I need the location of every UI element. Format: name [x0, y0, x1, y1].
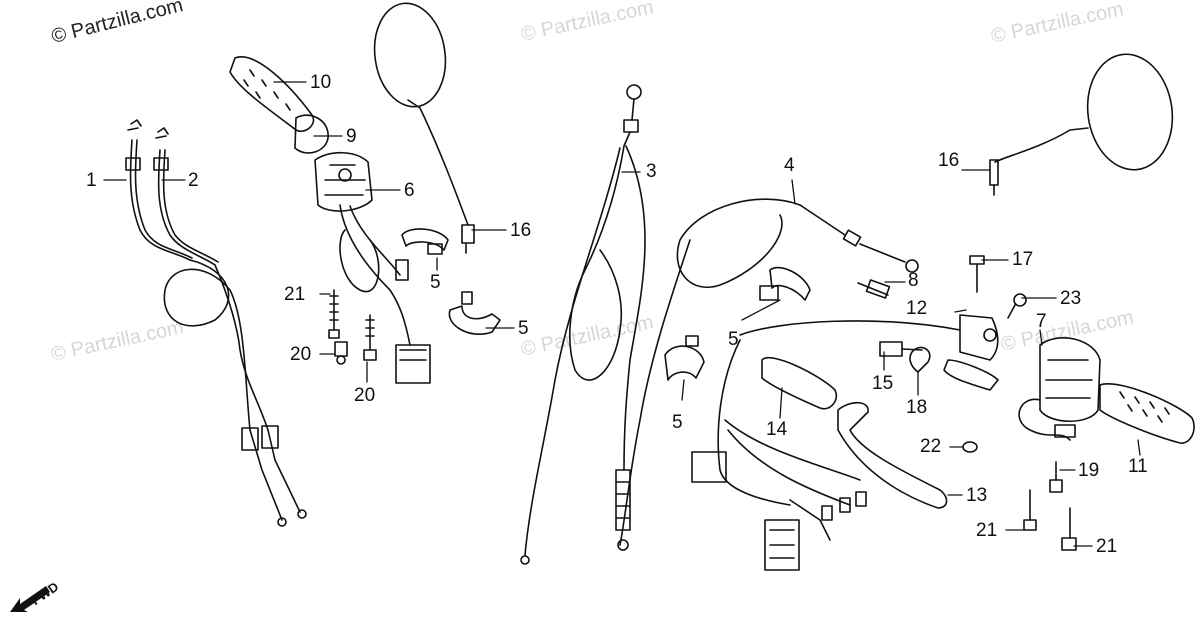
callout-20-b: 20	[354, 385, 376, 406]
screw-21-right-a	[1023, 489, 1037, 531]
callout-17: 17	[1012, 249, 1034, 270]
callout-2: 2	[188, 170, 199, 191]
screw-19	[1049, 461, 1063, 493]
callout-16-left: 16	[510, 220, 532, 241]
left-switch-housing	[314, 151, 431, 384]
callout-4: 4	[784, 155, 795, 176]
callout-22: 22	[920, 436, 942, 457]
callout-13: 13	[966, 485, 988, 506]
callout-1: 1	[86, 170, 97, 191]
callout-11: 11	[1128, 456, 1148, 477]
left-mirror	[373, 2, 475, 254]
throttle-cable-1	[125, 119, 287, 527]
callout-7: 7	[1036, 311, 1047, 332]
callout-21-right-a: 21	[976, 520, 998, 541]
screw-17	[969, 255, 985, 293]
callout-12: 12	[906, 298, 928, 319]
bolt-15	[879, 341, 923, 357]
throttle-cable-2	[153, 127, 307, 519]
screw-21-right-b	[1061, 507, 1077, 551]
screw-23	[1007, 293, 1027, 319]
cable-4	[619, 198, 919, 546]
forward-arrow-icon	[10, 586, 50, 612]
callout-3: 3	[646, 161, 657, 182]
clutch-lever-bracket	[739, 314, 999, 391]
nut-18	[909, 346, 931, 373]
callout-6: 6	[404, 180, 415, 201]
right-harness	[691, 339, 867, 571]
callout-15: 15	[872, 373, 894, 394]
right-grip	[1099, 383, 1195, 444]
washer-20-left	[334, 341, 348, 365]
clamp-lower-right	[664, 335, 705, 381]
callout-5-a: 5	[430, 272, 441, 293]
callout-18: 18	[906, 397, 928, 418]
throttle-grip	[229, 56, 329, 154]
nut-22	[962, 441, 978, 453]
callout-23: 23	[1060, 288, 1082, 309]
callout-5-c: 5	[728, 329, 739, 350]
brake-lever-13	[837, 401, 948, 509]
bolt-8	[857, 279, 891, 299]
callout-5-b: 5	[518, 318, 529, 339]
callout-21-left: 21	[284, 284, 306, 305]
callout-21-right-b: 21	[1096, 536, 1118, 557]
callout-16-right: 16	[938, 150, 960, 171]
screw-20-left-b	[363, 314, 377, 361]
clamp-upper-right	[759, 266, 811, 301]
callout-19: 19	[1078, 460, 1100, 481]
callout-9: 9	[346, 126, 357, 147]
screw-21-left	[328, 289, 340, 339]
callout-20-a: 20	[290, 344, 312, 365]
callout-14: 14	[766, 419, 788, 440]
right-mirror	[989, 53, 1174, 196]
clamp-lower-left	[448, 291, 501, 335]
right-switch-housing	[1018, 337, 1101, 441]
callout-8: 8	[908, 270, 919, 291]
callout-10: 10	[310, 72, 332, 93]
clamp-upper-left	[401, 228, 449, 255]
callout-5-d: 5	[672, 412, 683, 433]
grip-14	[761, 357, 838, 410]
clutch-cable-3	[520, 84, 646, 565]
